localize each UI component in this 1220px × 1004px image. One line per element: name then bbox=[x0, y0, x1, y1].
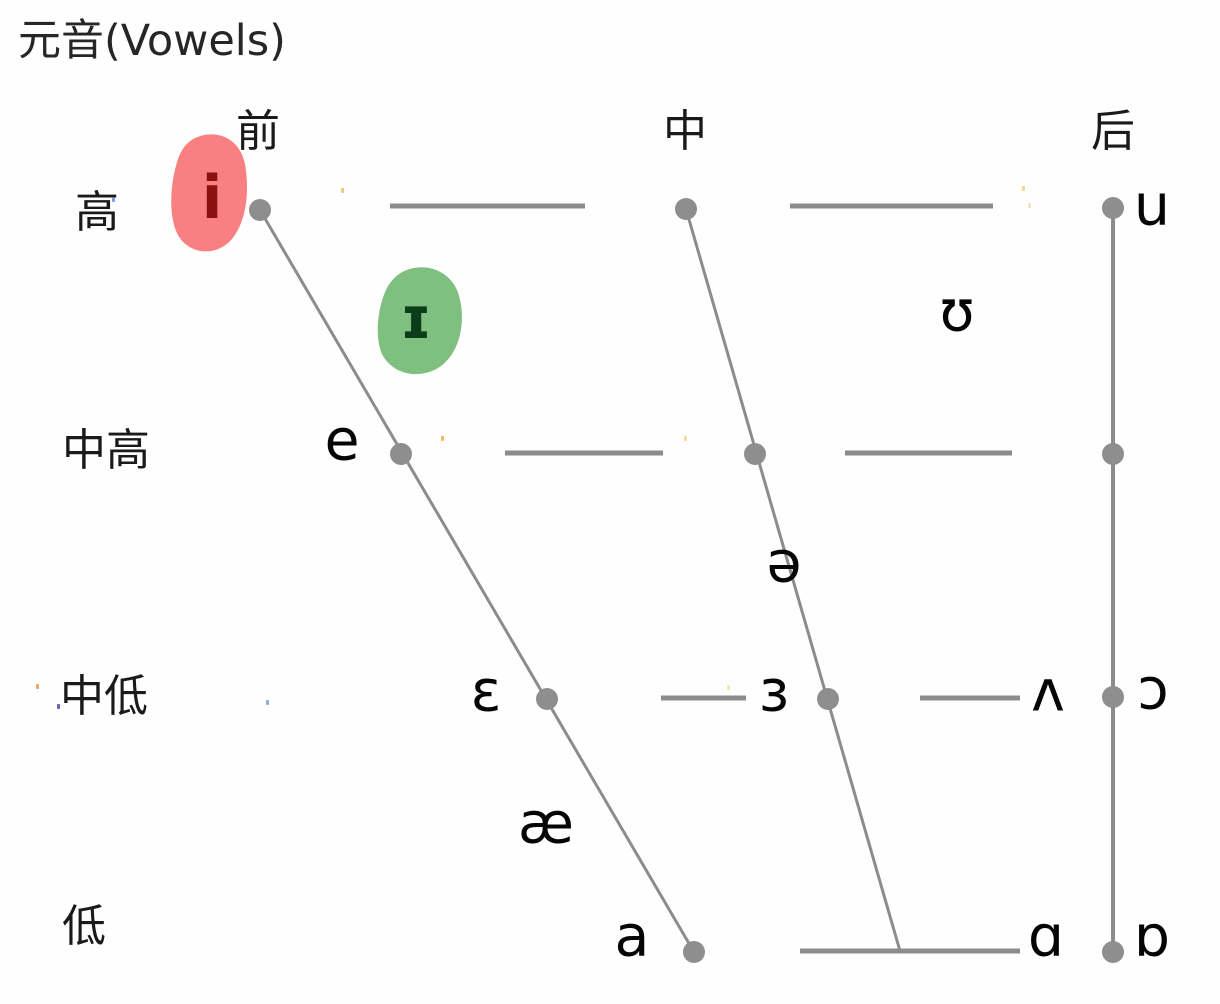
scan-speck bbox=[1022, 186, 1025, 191]
dot-midhigh-front bbox=[390, 443, 412, 465]
row-label-low: 低 bbox=[62, 901, 106, 952]
vowel-symbol-u: u bbox=[1133, 172, 1171, 239]
scan-speck bbox=[441, 436, 444, 441]
scan-speck bbox=[727, 685, 730, 690]
vowel-symbol-ʊ: ʊ bbox=[939, 278, 975, 345]
dot-midhigh-central bbox=[744, 443, 766, 465]
dot-midlow-front bbox=[536, 688, 558, 710]
scan-speck bbox=[684, 436, 687, 441]
vowel-symbol-æ: æ bbox=[518, 790, 574, 857]
scan-speck bbox=[341, 188, 344, 193]
scan-speck bbox=[36, 684, 39, 689]
vowel-symbol-ɜ: ɜ bbox=[758, 658, 790, 725]
line-central-edge bbox=[684, 208, 902, 952]
column-label-central: 中 bbox=[663, 106, 707, 157]
row-label-mid-low: 中低 bbox=[60, 671, 148, 722]
page-title: 元音(Vowels) bbox=[18, 16, 286, 66]
column-label-back: 后 bbox=[1091, 106, 1135, 157]
dot-high-central bbox=[675, 198, 697, 220]
dot-low-back bbox=[1102, 941, 1124, 963]
vowel-symbol-ɒ: ɒ bbox=[1133, 903, 1171, 970]
dot-low-front bbox=[683, 941, 705, 963]
dot-midhigh-back bbox=[1102, 443, 1124, 465]
row-label-mid-high: 中高 bbox=[62, 425, 150, 476]
vowel-symbol-a: a bbox=[614, 903, 650, 970]
column-label-front: 前 bbox=[236, 106, 280, 157]
dot-high-back bbox=[1102, 197, 1124, 219]
scan-speck bbox=[112, 197, 115, 202]
line-front-edge bbox=[258, 209, 696, 953]
vowel-symbol-ɔ: ɔ bbox=[1137, 656, 1169, 723]
scan-speck bbox=[57, 704, 60, 709]
vowel-symbol-ɑ: ɑ bbox=[1027, 903, 1065, 970]
vowel-symbol-ɪ: ɪ bbox=[400, 284, 432, 352]
row-label-high: 高 bbox=[75, 187, 119, 238]
scan-speck bbox=[266, 700, 269, 705]
vowel-symbol-ə: ə bbox=[766, 529, 802, 596]
vowel-symbol-ʌ: ʌ bbox=[1031, 658, 1065, 725]
dot-midlow-back bbox=[1102, 686, 1124, 708]
scan-speck bbox=[1028, 203, 1031, 208]
vowel-symbol-i: i bbox=[201, 163, 223, 233]
vowel-symbol-e: e bbox=[324, 407, 360, 474]
vowel-symbol-ɛ: ɛ bbox=[470, 658, 502, 725]
dot-midlow-central bbox=[817, 688, 839, 710]
dot-high-front bbox=[249, 199, 271, 221]
